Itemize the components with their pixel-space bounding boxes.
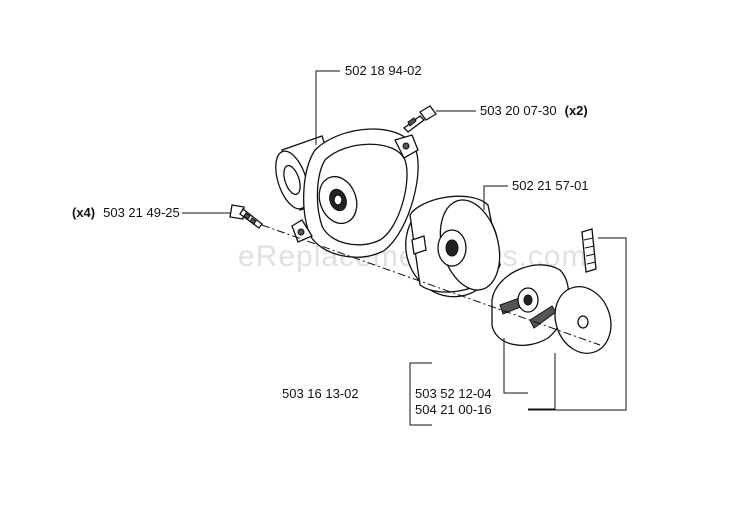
label-clutch-drum: 502 21 57-01: [512, 178, 589, 193]
leader-lines: [182, 70, 627, 426]
label-mount-screw-qty: (x4): [72, 205, 95, 220]
label-mount-screw: 503 21 49-25: [103, 205, 180, 220]
label-503-16-13-02: 503 16 13-02: [282, 386, 359, 401]
label-mount-screw-group: (x4) 503 21 49-25: [72, 204, 180, 221]
label-housing-screw-group: 503 20 07-30 (x2): [480, 102, 588, 119]
gear-housing-drawing: [275, 128, 419, 258]
washer-drawing: [554, 286, 612, 354]
label-504-21-00-16: 504 21 00-16: [415, 402, 492, 417]
clutch-drum-drawing: [405, 195, 501, 298]
label-housing-screw: 503 20 07-30: [480, 103, 557, 118]
label-housing-screw-qty: (x2): [565, 103, 588, 118]
mount-screw-drawing: [229, 204, 263, 229]
label-gear-housing: 502 18 94-02: [345, 63, 422, 78]
label-503-52-12-04: 503 52 12-04: [415, 386, 492, 401]
spring-pin-drawing: [581, 228, 597, 273]
housing-screw-drawing: [403, 105, 437, 133]
